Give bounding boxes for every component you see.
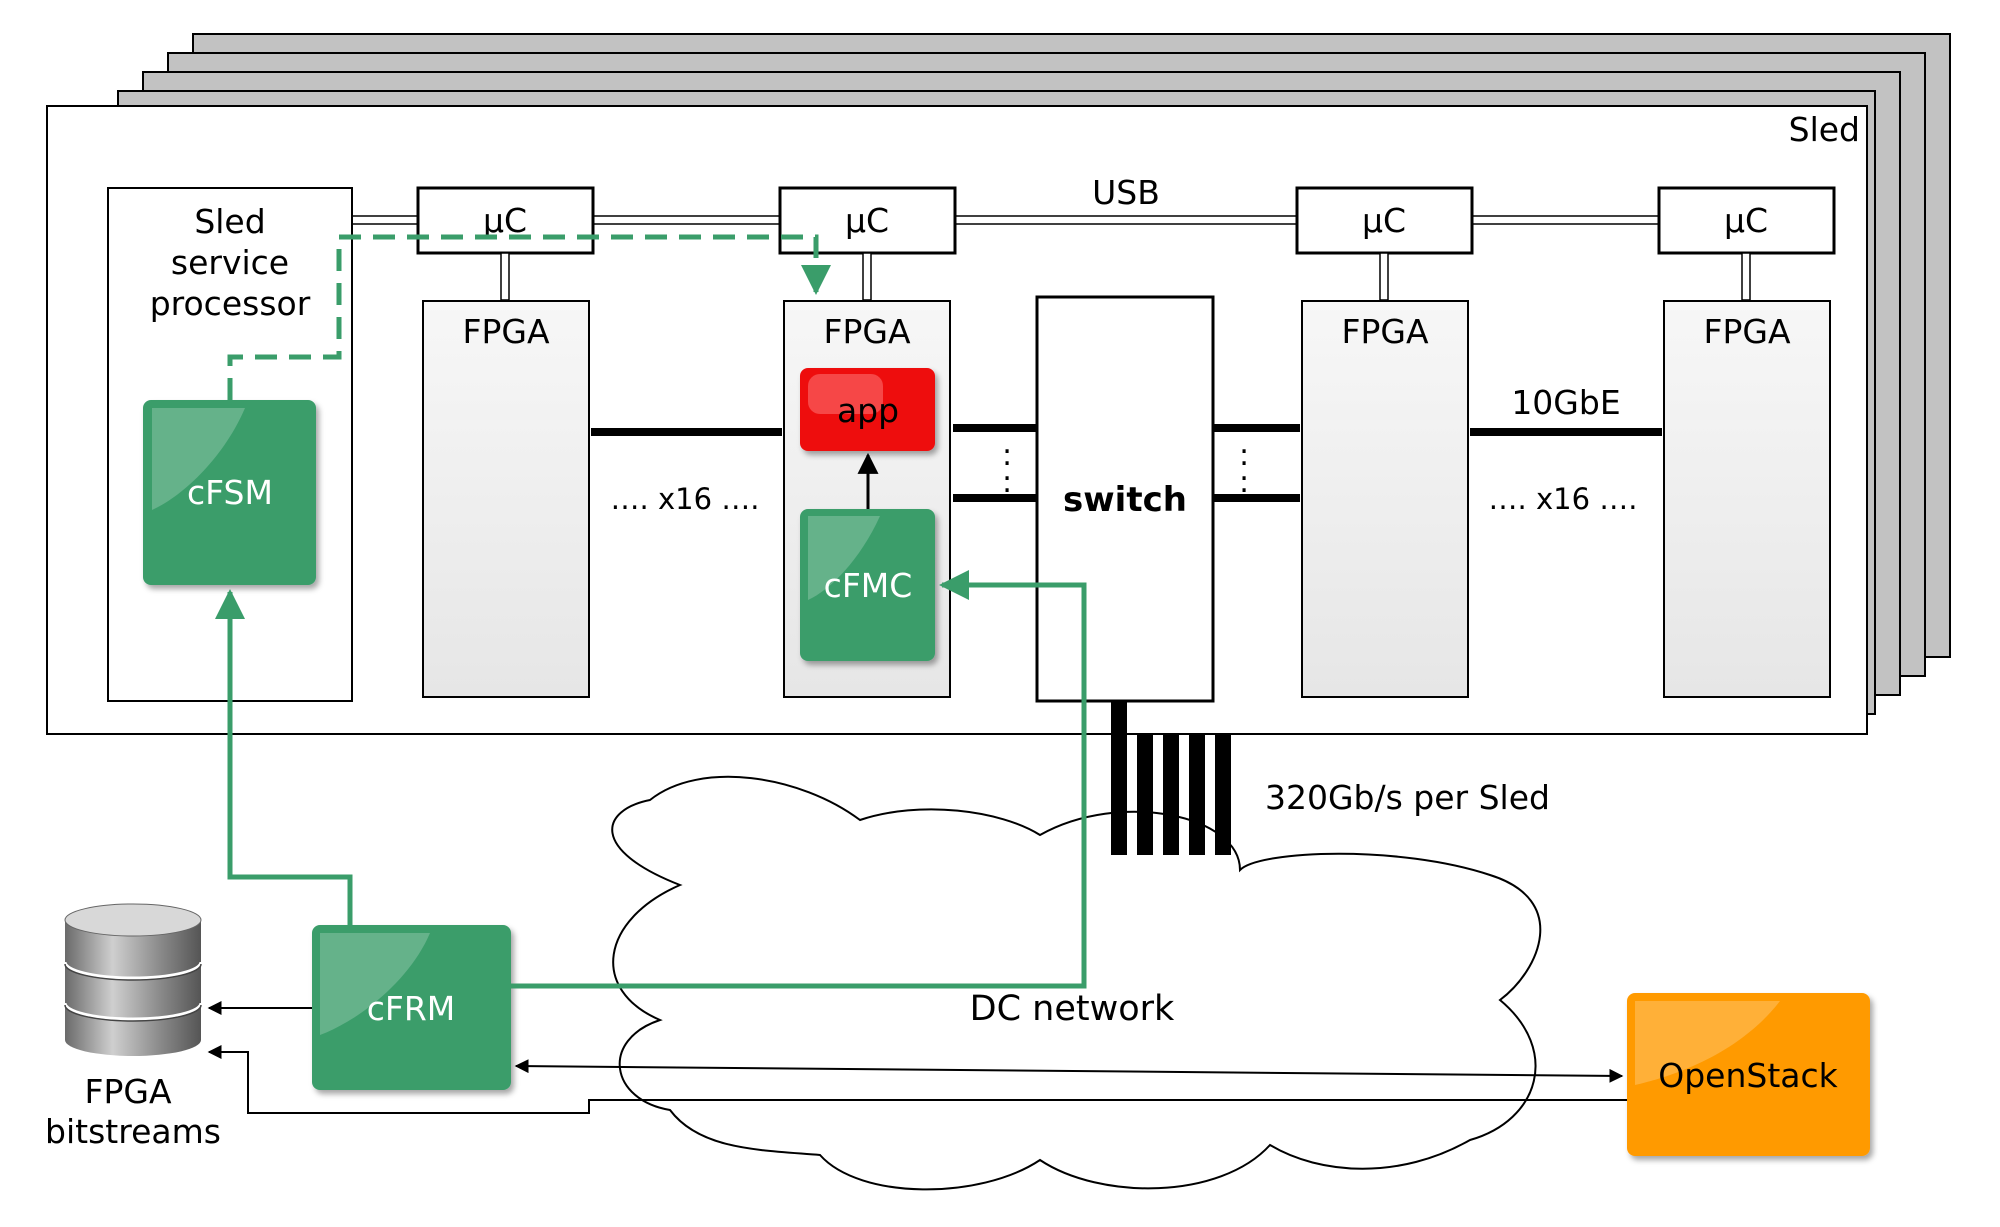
cfrm-label: cFRM (367, 989, 456, 1028)
uc-2-label: µC (845, 201, 889, 240)
fpga-3: FPGA (1301, 300, 1469, 698)
cfrm-to-cfmc-path (511, 570, 1087, 989)
dots-vertical-left: : (1002, 438, 1012, 473)
cfrm-to-cfsm-path (215, 589, 353, 925)
dc-network-cloud (611, 775, 1542, 1191)
multiplier-right: …. x16 …. (1489, 482, 1638, 516)
service-processor-line2: service (171, 243, 289, 282)
service-processor-line3: processor (150, 284, 311, 323)
fpga-2-label: FPGA (823, 312, 910, 351)
uc-1-label: µC (483, 201, 527, 240)
cfmc-label: cFMC (824, 566, 913, 605)
dots-vertical-right-2: : (1239, 465, 1249, 500)
database-icon (63, 903, 203, 1056)
uc-3-label: µC (1362, 201, 1406, 240)
cfrm-block: cFRM (312, 925, 511, 1090)
app-label: app (837, 391, 899, 430)
bitstreams-line1: FPGA (84, 1072, 171, 1111)
fpga-3-label: FPGA (1341, 312, 1428, 351)
cfsm-label: cFSM (187, 473, 273, 512)
fpga-4: FPGA (1663, 300, 1831, 698)
openstack-block: OpenStack (1627, 993, 1870, 1156)
ethernet-links (591, 424, 1662, 502)
switch: switch (1035, 295, 1215, 703)
app-block: app (800, 368, 935, 451)
openstack-label: OpenStack (1658, 1056, 1838, 1095)
link-10gbe-label: 10GbE (1511, 383, 1620, 422)
cfmc-block: cFMC (800, 509, 935, 661)
uc-3: µC (1295, 186, 1474, 255)
uplink-bundle (1111, 701, 1231, 855)
service-processor-line1: Sled (194, 202, 265, 241)
uc-4: µC (1657, 186, 1836, 255)
switch-label: switch (1063, 480, 1187, 520)
usb-label: USB (1092, 173, 1160, 212)
uc-1: µC (416, 186, 595, 255)
cfrm-openstack-arrow (514, 1059, 1624, 1083)
openstack-to-db-path (207, 1045, 1627, 1114)
uc-2: µC (778, 186, 957, 255)
dots-vertical-left-2: : (1002, 465, 1012, 500)
dots-vertical-right: : (1239, 438, 1249, 473)
cfsm-to-fpga-dashed-path (227, 234, 831, 400)
usb-chain (352, 215, 1659, 225)
fpga-4-label: FPGA (1703, 312, 1790, 351)
dc-network-label: DC network (970, 989, 1175, 1029)
uc-4-label: µC (1724, 201, 1768, 240)
bitstreams-line2: bitstreams (45, 1112, 221, 1151)
sled-label: Sled (1789, 110, 1860, 149)
cfsm-block: cFSM (143, 400, 316, 585)
fpga-1-label: FPGA (462, 312, 549, 351)
bandwidth-label: 320Gb/s per Sled (1265, 778, 1550, 817)
multiplier-left: …. x16 …. (611, 482, 760, 516)
fpga-1: FPGA (422, 300, 590, 698)
